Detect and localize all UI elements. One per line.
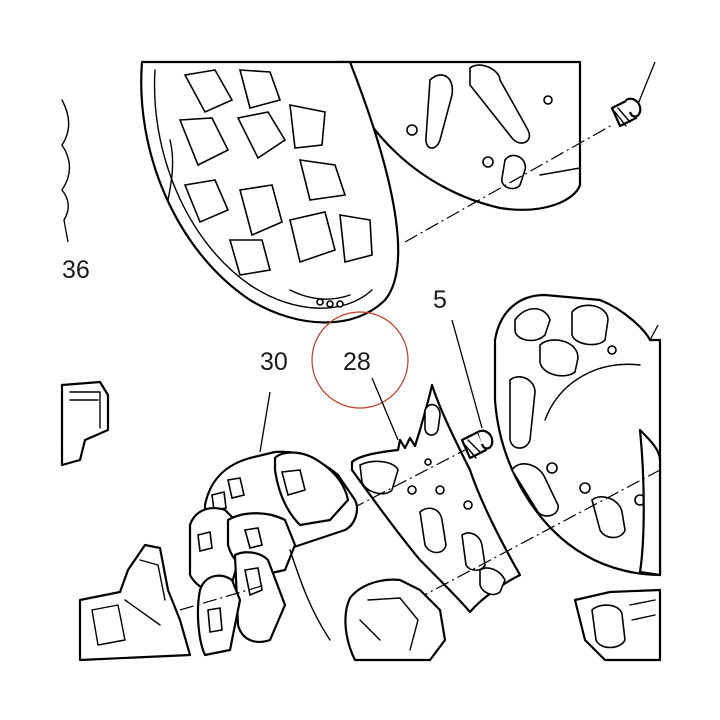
dust-shield-right <box>493 293 662 577</box>
screw-top-right <box>610 61 656 128</box>
right-shield-plate <box>336 60 582 211</box>
pad-bottom-middle <box>344 578 447 662</box>
highlight-circle <box>311 311 409 409</box>
axis-line-top <box>404 124 613 243</box>
callout-28: 28 <box>343 348 371 376</box>
callout-30: 30 <box>260 348 288 376</box>
callout-36: 36 <box>62 256 90 284</box>
brake-pad-set <box>188 391 359 657</box>
brake-pad-shim <box>350 383 522 614</box>
bottom-right-part <box>573 588 662 662</box>
left-edge-bracket <box>60 380 110 467</box>
left-edge-part-top <box>61 99 71 243</box>
axis-line-lower-left <box>179 584 266 611</box>
axis-line-bottom <box>414 469 661 601</box>
pad-bottom-left <box>78 543 192 662</box>
leader-28 <box>371 377 399 441</box>
callout-5: 5 <box>433 286 447 314</box>
screw-middle <box>451 319 494 460</box>
vented-disc <box>140 60 400 324</box>
